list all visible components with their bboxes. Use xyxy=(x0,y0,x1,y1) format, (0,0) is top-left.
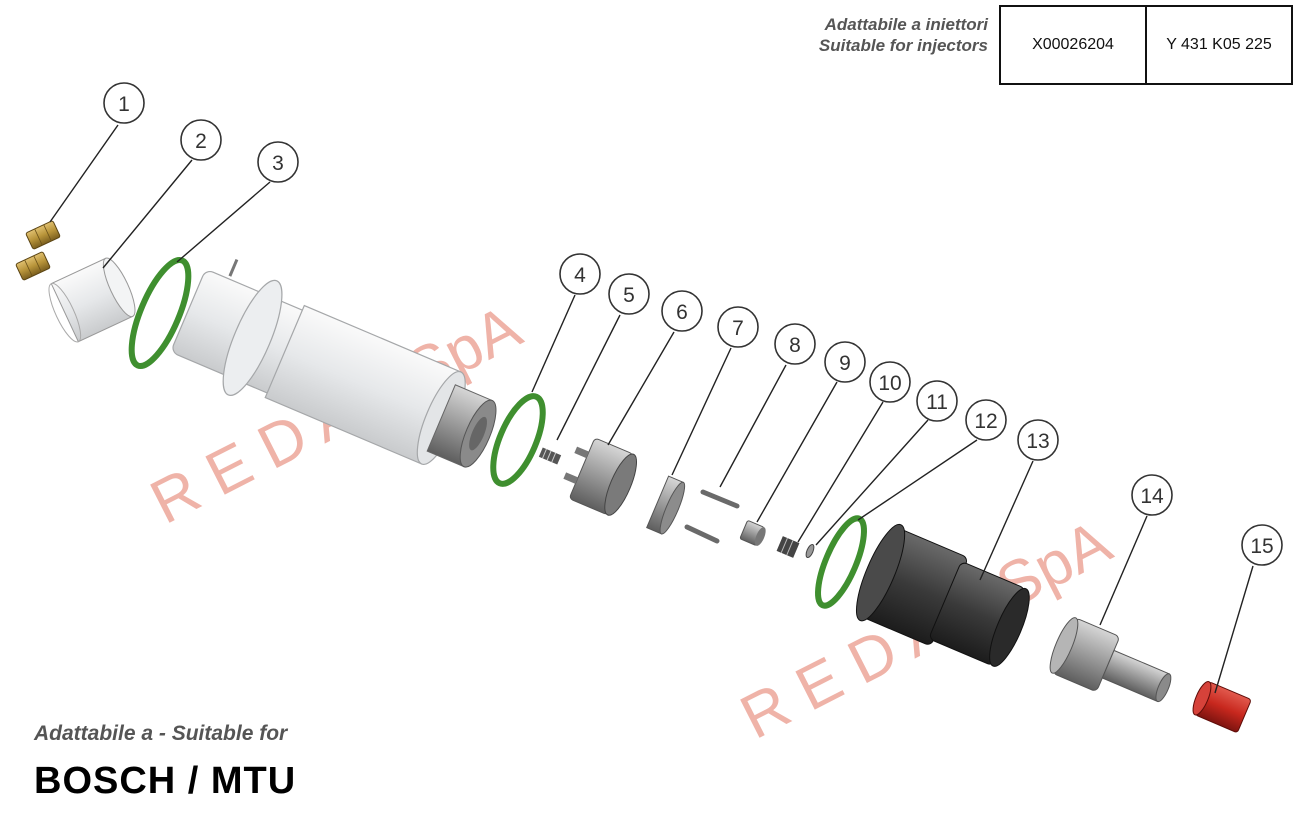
callout-6-number: 6 xyxy=(676,301,688,324)
part-7-disk xyxy=(646,475,686,535)
part-6-valve-body xyxy=(563,438,637,516)
callout-11: 11 xyxy=(916,380,958,422)
part-3-green-oring xyxy=(128,257,192,369)
label-italian: Adattabile a iniettori xyxy=(824,15,988,34)
leader-lines xyxy=(49,124,1254,694)
callout-8: 8 xyxy=(774,323,816,365)
callout-6: 6 xyxy=(661,290,703,332)
callout-10: 10 xyxy=(869,361,911,403)
callout-1-number: 1 xyxy=(118,93,130,116)
part-13-nozzle-nut xyxy=(856,523,1030,667)
suitable-injectors-label: Adattabile a iniettori Suitable for inje… xyxy=(819,14,988,56)
callout-12: 12 xyxy=(965,399,1007,441)
callout-14-number: 14 xyxy=(1140,485,1164,508)
injector-code-1: X00026204 xyxy=(999,5,1147,85)
part-8-pins xyxy=(684,489,740,544)
part-4-green-oring xyxy=(490,393,546,487)
part-14-nozzle xyxy=(1049,617,1172,703)
callout-11-number: 11 xyxy=(926,391,948,414)
callout-4-number: 4 xyxy=(574,264,586,287)
callout-13: 13 xyxy=(1017,419,1059,461)
label-english: Suitable for injectors xyxy=(818,36,988,55)
callout-4: 4 xyxy=(559,253,601,295)
injector-code-table: X00026204 Y 431 K05 225 xyxy=(999,5,1293,85)
callout-14: 14 xyxy=(1131,474,1173,516)
part-15-red-cap xyxy=(1192,680,1251,733)
part-2-clear-sleeve xyxy=(48,257,136,343)
callout-2-number: 2 xyxy=(195,130,207,153)
part-9-small-sleeve xyxy=(739,520,766,546)
callout-3-number: 3 xyxy=(272,152,284,175)
part-10-spring xyxy=(776,536,800,558)
part-5-spring xyxy=(538,447,562,465)
callout-9: 9 xyxy=(824,341,866,383)
callout-3: 3 xyxy=(257,141,299,183)
callout-15-number: 15 xyxy=(1250,535,1273,558)
callout-15: 15 xyxy=(1241,524,1283,566)
part-11-shim xyxy=(805,543,815,559)
callout-5: 5 xyxy=(608,273,650,315)
callout-2: 2 xyxy=(180,119,222,161)
callout-8-number: 8 xyxy=(789,334,801,357)
callout-12-number: 12 xyxy=(974,410,997,433)
callout-5-number: 5 xyxy=(623,284,635,307)
injector-holder-body xyxy=(172,258,497,468)
callout-7-number: 7 xyxy=(732,317,744,340)
callout-10-number: 10 xyxy=(878,372,901,395)
callout-7: 7 xyxy=(717,306,759,348)
callout-1: 1 xyxy=(103,82,145,124)
callout-9-number: 9 xyxy=(839,352,851,375)
brand-title: BOSCH / MTU xyxy=(34,760,297,802)
injector-code-2: Y 431 K05 225 xyxy=(1145,5,1293,85)
suitable-for-label: Adattabile a - Suitable for xyxy=(34,722,288,745)
part-1-brass-nuts xyxy=(15,220,61,281)
callout-13-number: 13 xyxy=(1026,430,1049,453)
